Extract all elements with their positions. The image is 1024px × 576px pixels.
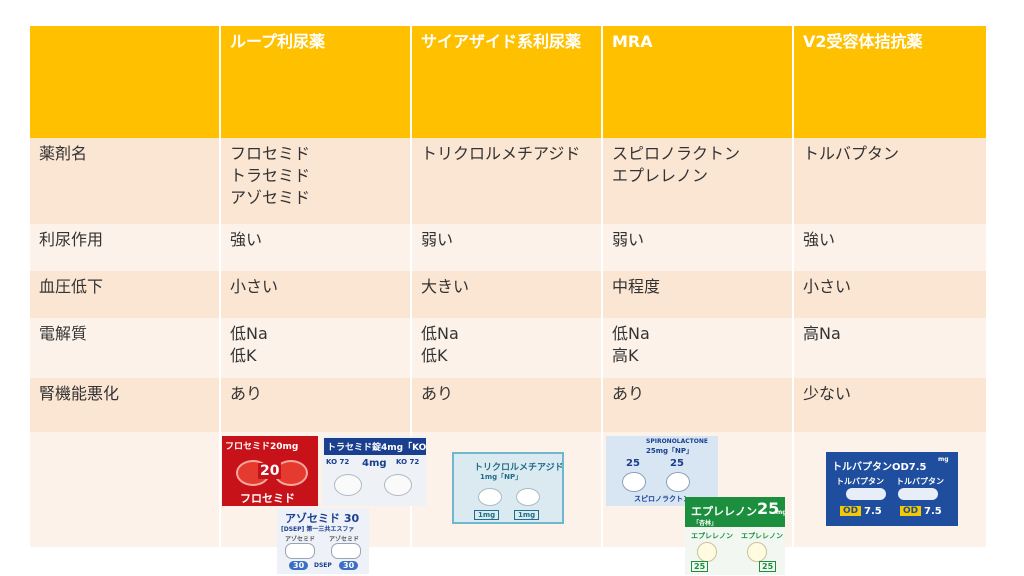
torasemide-pill: [384, 474, 412, 496]
tolvaptan-unit: mg: [938, 456, 949, 463]
torasemide-package-image: トラセミド錠4mg「KO」 KO 72 4mg KO 72: [322, 436, 426, 506]
table-row: 腎機能悪化 あり あり あり 少ない: [30, 378, 986, 432]
spirono-package-name: SPIRONOLACTONE: [646, 438, 708, 445]
table-row: 血圧低下 小さい 大きい 中程度 小さい: [30, 271, 986, 318]
table-cell: 低Na 低K: [412, 318, 603, 378]
table-cell: 中程度: [603, 271, 794, 318]
table-cell: あり: [221, 378, 412, 432]
table-cell: あり: [603, 378, 794, 432]
table-cell: 弱い: [412, 224, 603, 271]
azosemide-package-image: アゾセミド 30 [DSEP] 第一三共エスファ アゾセミド アゾセミド 30 …: [277, 508, 369, 574]
eplerenone-dose: 25: [757, 499, 780, 518]
row-label: 血圧低下: [30, 271, 221, 318]
trichlor-dose: 1mg「NP」: [480, 473, 523, 481]
eplerenone-pill-label: エプレレノン: [741, 532, 783, 540]
eplerenone-maker: 「杏林」: [693, 520, 718, 527]
table-cell: 弱い: [603, 224, 794, 271]
eplerenone-unit: mg: [776, 509, 785, 516]
spirono-mark: 25: [626, 458, 640, 469]
azosemide-brand: DSEP: [314, 562, 332, 569]
eplerenone-package-image: エプレレノン 25 mg 「杏林」 エプレレノン エプレレノン 25 25: [685, 497, 785, 575]
furosemide-bottom-label: フロセミド: [240, 492, 295, 505]
header-v2-antagonist: V2受容体拮抗薬: [794, 26, 986, 138]
table-cell: スピロノラクトン エプレレノン: [603, 138, 794, 224]
trichlor-pill: [478, 488, 502, 506]
eplerenone-mark: 25: [691, 561, 709, 572]
trichlor-mark: 1mg: [514, 510, 540, 520]
spirono-pill: [666, 472, 690, 492]
header-blank: [30, 26, 221, 138]
image-row-blank: [30, 432, 221, 547]
furosemide-package-image: フロセミド20mg 20 フロセミド: [222, 436, 318, 506]
torasemide-code-right: KO 72: [396, 458, 420, 466]
table-cell: フロセミド トラセミド アゾセミド: [221, 138, 412, 224]
trichlor-mark: 1mg: [474, 510, 500, 520]
row-label: 薬剤名: [30, 138, 221, 224]
torasemide-package-name: トラセミド錠4mg「KO」: [324, 438, 426, 455]
tolvaptan-dose: 7.5: [864, 506, 882, 517]
tolvaptan-package-name: トルバプタンOD7.5: [832, 462, 927, 473]
tolvaptan-sub-label: トルバプタン: [836, 477, 884, 486]
azosemide-maker: [DSEP] 第一三共エスファ: [281, 526, 355, 533]
table-cell: トルバプタン: [794, 138, 986, 224]
tolvaptan-pill: [846, 488, 886, 500]
table-cell: 強い: [221, 224, 412, 271]
eplerenone-mark: 25: [759, 561, 777, 572]
table-row: 利尿作用 強い 弱い 弱い 強い: [30, 224, 986, 271]
tolvaptan-dose: 7.5: [924, 506, 942, 517]
eplerenone-package-name: エプレレノン: [691, 505, 757, 518]
row-label: 腎機能悪化: [30, 378, 221, 432]
azosemide-mark: 30: [289, 561, 309, 570]
eplerenone-pill: [747, 542, 767, 562]
spirono-mark: 25: [670, 458, 684, 469]
spirono-pill: [622, 472, 646, 492]
tolvaptan-sub-label: トルバプタン: [896, 477, 944, 486]
furosemide-code: 20: [258, 463, 282, 479]
tolvaptan-pill: [898, 488, 938, 500]
table-cell: 少ない: [794, 378, 986, 432]
azosemide-package-name: アゾセミド 30: [285, 512, 360, 525]
table-cell: 小さい: [221, 271, 412, 318]
table-cell: あり: [412, 378, 603, 432]
trichlor-package-name: トリクロルメチアジド: [474, 463, 564, 473]
eplerenone-band: [685, 497, 785, 527]
table-header-row: ループ利尿薬 サイアザイド系利尿薬 MRA V2受容体拮抗薬: [30, 26, 986, 138]
eplerenone-pill-label: エプレレノン: [691, 532, 733, 540]
azosemide-pill-label: アゾセミド: [285, 536, 316, 543]
torasemide-dose: 4mg: [362, 458, 387, 469]
table-cell: 低Na 低K: [221, 318, 412, 378]
header-loop-diuretic: ループ利尿薬: [221, 26, 412, 138]
spironolactone-package-image: SPIRONOLACTONE 25mg「NP」 25 25 スピロノラクトン: [606, 436, 718, 506]
row-label: 利尿作用: [30, 224, 221, 271]
eplerenone-pill: [697, 542, 717, 562]
torasemide-pill: [334, 474, 362, 496]
tolvaptan-package-image: トルバプタンOD7.5 mg トルバプタン トルバプタン OD 7.5 OD 7…: [826, 452, 958, 526]
header-thiazide-diuretic: サイアザイド系利尿薬: [412, 26, 603, 138]
azosemide-pill: [285, 543, 315, 559]
table-row: 電解質 低Na 低K 低Na 低K 低Na 高K 高Na: [30, 318, 986, 378]
trichlormethiazide-package-image: トリクロルメチアジド 1mg「NP」 1mg 1mg: [452, 452, 564, 524]
header-mra: MRA: [603, 26, 794, 138]
table-cell: 高Na: [794, 318, 986, 378]
table-row: 薬剤名 フロセミド トラセミド アゾセミド トリクロルメチアジド スピロノラクト…: [30, 138, 986, 224]
azosemide-pill: [331, 543, 361, 559]
row-label: 電解質: [30, 318, 221, 378]
table-cell: 低Na 高K: [603, 318, 794, 378]
table-cell: 大きい: [412, 271, 603, 318]
tolvaptan-od-badge: OD: [840, 506, 862, 516]
tolvaptan-od-badge: OD: [900, 506, 922, 516]
spirono-dose: 25mg「NP」: [646, 447, 694, 455]
table-cell: 強い: [794, 224, 986, 271]
azosemide-pill-label: アゾセミド: [329, 536, 360, 543]
table-cell: トリクロルメチアジド: [412, 138, 603, 224]
azosemide-mark: 30: [339, 561, 359, 570]
torasemide-code-left: KO 72: [326, 458, 350, 466]
spirono-bottom-label: スピロノラクトン: [634, 495, 690, 503]
trichlor-pill: [516, 488, 540, 506]
furosemide-package-name: フロセミド20mg: [225, 442, 299, 452]
table-cell: 小さい: [794, 271, 986, 318]
